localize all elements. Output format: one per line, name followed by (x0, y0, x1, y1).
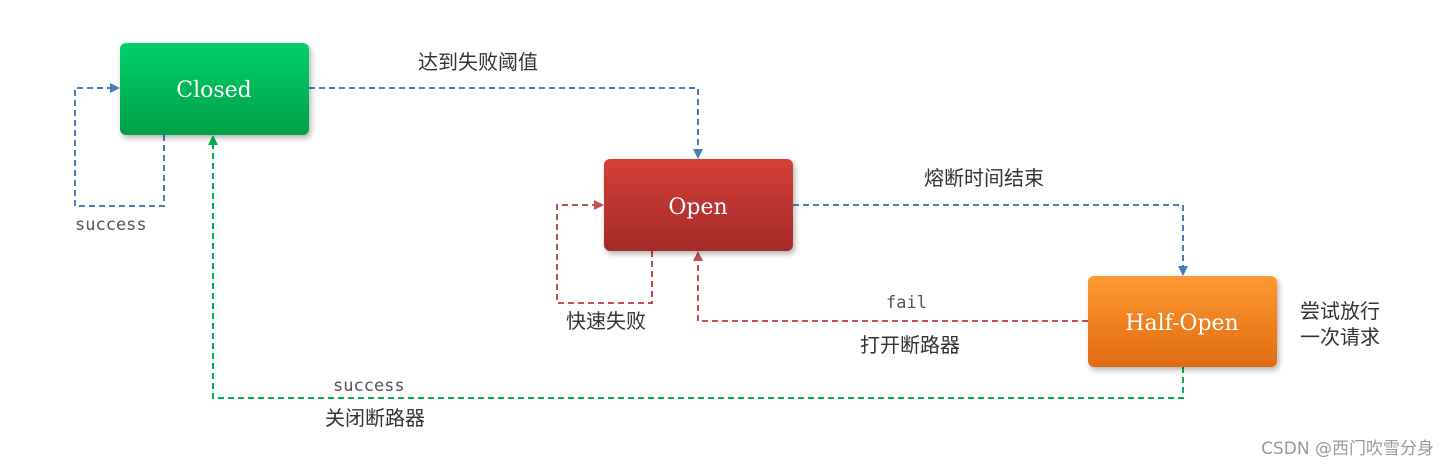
state-open: Open (604, 159, 793, 251)
half-open-note-line1: 尝试放行 (1300, 299, 1380, 323)
state-open-box (604, 159, 793, 251)
half-open-to-open-edge (697, 259, 1088, 322)
half-open-to-closed-label: success (333, 376, 405, 396)
half-open-to-open-caption: 打开断路器 (860, 333, 960, 357)
half-open-to-closed-arrowhead (208, 135, 218, 145)
closed-self-loop-arrowhead (110, 83, 120, 93)
state-closed-label: Closed (176, 78, 252, 103)
state-closed-box (120, 43, 309, 135)
closed-to-open-label: 达到失败阈值 (418, 50, 538, 74)
half-open-to-open-label: fail (886, 293, 927, 313)
open-to-half-open-edge (793, 204, 1184, 268)
open-to-half-open-arrowhead (1178, 266, 1188, 276)
half-open-to-closed-edge (212, 143, 1184, 399)
open-self-loop-arrowhead (594, 200, 604, 210)
state-half-open-label: Half-Open (1125, 311, 1238, 336)
open-self-loop-label: 快速失败 (566, 309, 646, 333)
half-open-to-closed-caption: 关闭断路器 (325, 406, 425, 430)
closed-to-open-arrowhead (693, 149, 703, 159)
state-closed: Closed (120, 43, 309, 135)
closed-to-open-edge (309, 87, 699, 151)
open-self-loop-edge (556, 204, 653, 304)
watermark-text: CSDN @西门吹雪分身 (1261, 439, 1434, 459)
open-to-half-open-label: 熔断时间结束 (924, 166, 1044, 190)
half-open-note-line2: 一次请求 (1300, 325, 1380, 349)
state-half-open-box (1088, 276, 1277, 367)
half-open-to-open-arrowhead (693, 251, 703, 261)
closed-self-loop-edge (74, 87, 165, 207)
closed-self-loop-label: success (75, 215, 147, 235)
state-half-open: Half-Open (1088, 276, 1277, 367)
state-open-label: Open (668, 195, 727, 220)
